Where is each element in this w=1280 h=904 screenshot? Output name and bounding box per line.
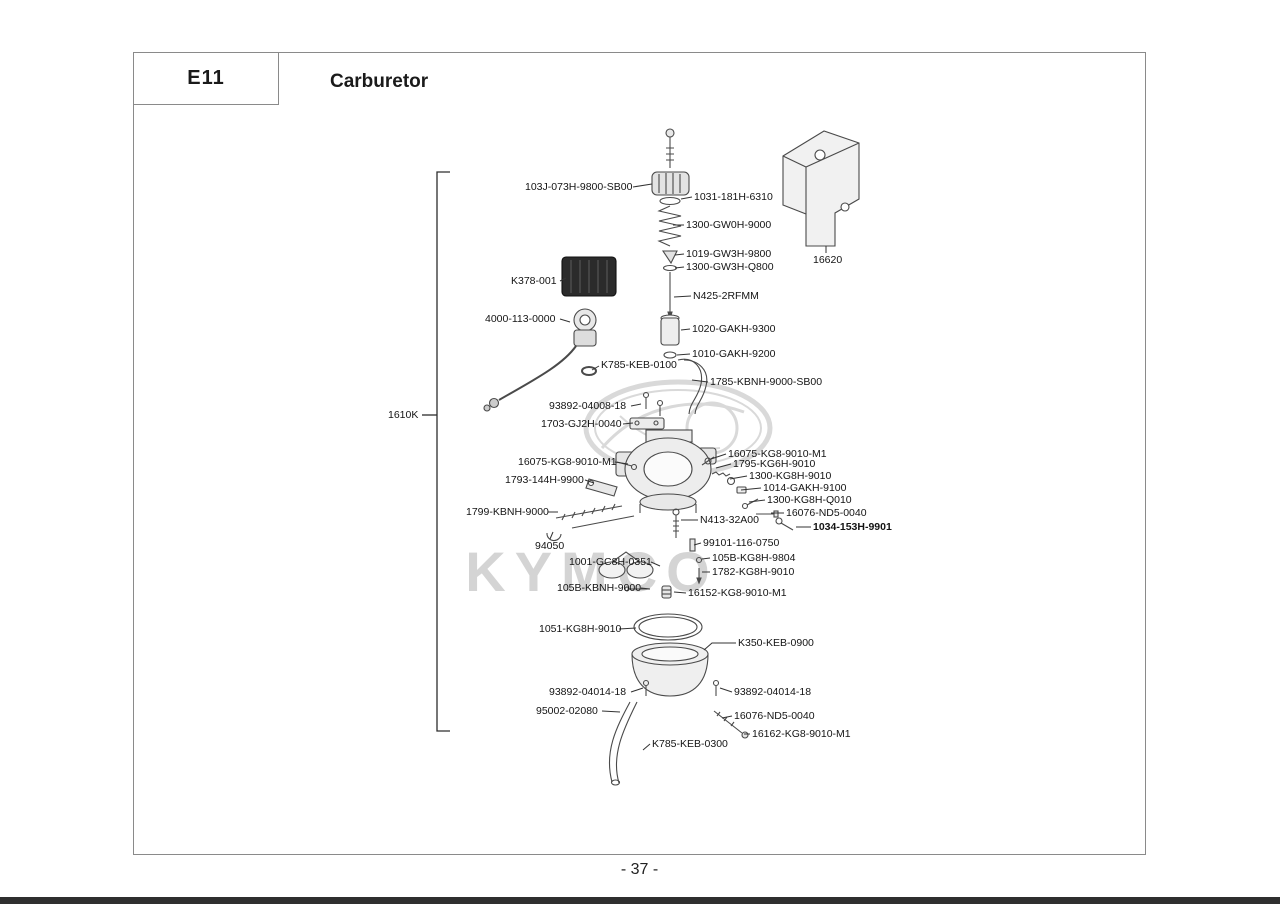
part-drawings	[483, 128, 860, 786]
page-number: - 37 -	[620, 861, 659, 878]
section-code: E11	[187, 67, 225, 89]
throttle-spring-part	[657, 205, 682, 247]
page-title: Carburetor	[330, 71, 429, 92]
throttle-valve-part	[660, 314, 680, 359]
needle-set-part	[661, 250, 678, 322]
mounting-bracket-part	[782, 130, 860, 247]
kymco-watermark-text: KYMCO	[465, 540, 718, 603]
carburetor-body-part	[615, 429, 717, 513]
section-code-box: E11	[133, 52, 279, 105]
leader-lines	[548, 183, 827, 751]
jets-and-float-parts	[598, 508, 703, 599]
assembly-bracket	[422, 171, 450, 732]
float-bowl-part	[631, 642, 720, 697]
top-plate-screws-part	[629, 391, 665, 430]
o-ring-part	[581, 366, 597, 376]
top-cap-part	[651, 171, 690, 206]
heater-unit-part	[561, 256, 617, 297]
bottom-edge-bar	[0, 897, 1280, 904]
drain-tube-part	[608, 701, 638, 786]
top-screw-part	[665, 128, 675, 168]
bowl-gasket-part	[633, 613, 703, 641]
drain-screw-part	[713, 710, 749, 739]
fuel-tube-part	[677, 358, 708, 415]
sensor-part	[483, 308, 597, 412]
